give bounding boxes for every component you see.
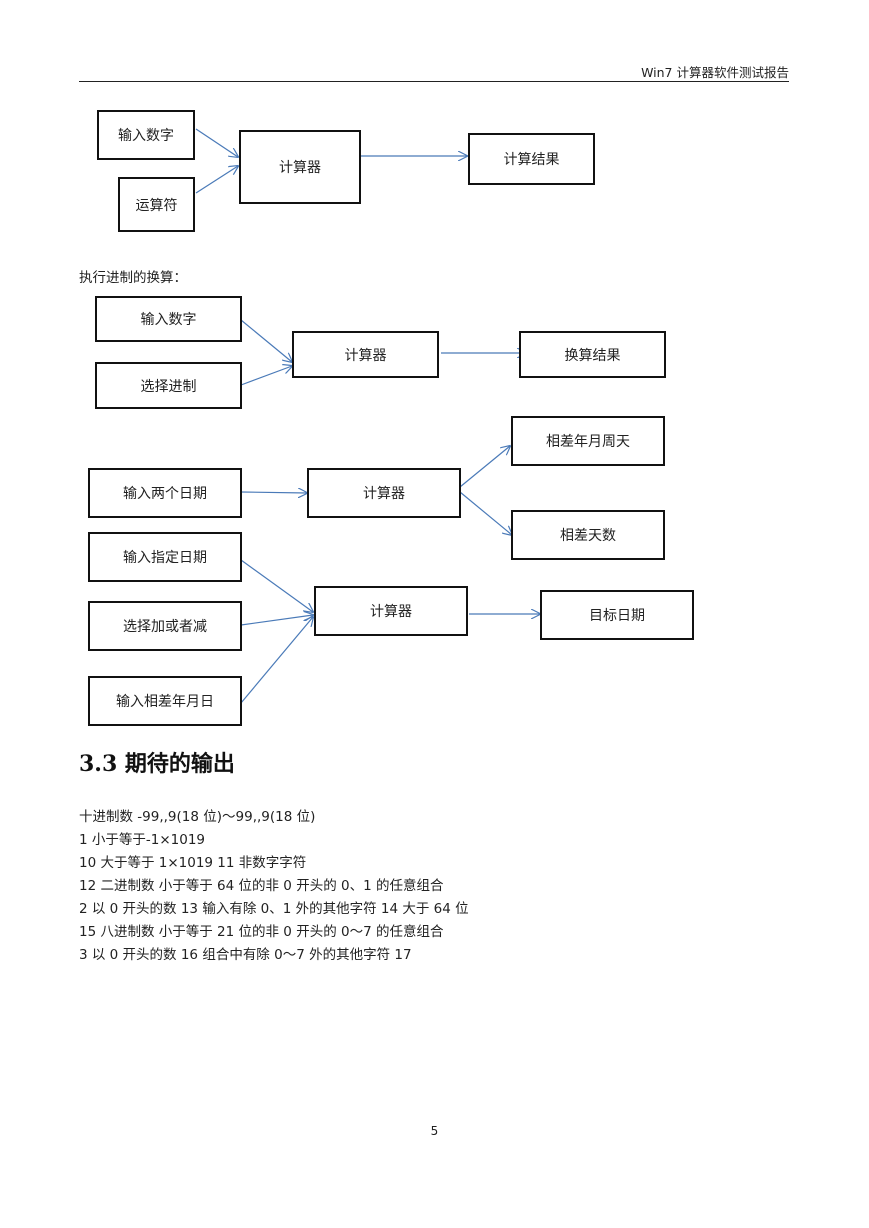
box-label: 相差年月周天 <box>546 434 630 450</box>
body-line: 1 小于等于-1×1019 <box>79 832 206 848</box>
arrow-date-to-calc-4 <box>240 559 313 612</box>
arrow-calc-to-days-3 <box>459 491 512 535</box>
box-calculator-4: 计算器 <box>314 586 468 636</box>
body-line: 2 以 0 开头的数 13 输入有除 0、1 外的其他字符 14 大于 64 位 <box>79 901 469 917</box>
body-line: 15 八进制数 小于等于 21 位的非 0 开头的 0～7 的任意组合 <box>79 924 444 940</box>
box-label: 选择进制 <box>140 378 197 395</box>
box-label: 计算器 <box>363 486 405 502</box>
box-input-two-dates-3: 输入两个日期 <box>88 468 242 518</box>
arrow-operator-to-calc-1 <box>195 166 238 194</box>
arrow-diff-to-calc-4 <box>240 617 313 704</box>
box-target-date-4: 目标日期 <box>540 590 694 640</box>
box-operator-1: 运算符 <box>118 177 195 232</box>
page-header-title: Win7 计算器软件测试报告 <box>641 65 789 80</box>
box-select-add-sub-4: 选择加或者减 <box>88 601 242 651</box>
box-calculator-3: 计算器 <box>307 468 461 518</box>
box-label: 计算器 <box>344 347 387 364</box>
body-line: 3 以 0 开头的数 16 组合中有除 0～7 外的其他字符 17 <box>79 947 412 963</box>
box-input-number-1: 输入数字 <box>97 110 195 160</box>
box-label: 目标日期 <box>589 608 645 624</box>
box-input-number-2: 输入数字 <box>95 296 242 342</box>
box-result-1: 计算结果 <box>468 133 595 185</box>
box-label: 计算器 <box>279 160 321 176</box>
box-diff-ymwd-3: 相差年月周天 <box>511 416 665 466</box>
box-label: 输入指定日期 <box>123 550 207 566</box>
box-label: 计算器 <box>370 604 412 620</box>
box-result-2: 换算结果 <box>519 331 666 378</box>
arrow-input-to-calc-2 <box>240 319 292 362</box>
box-select-base-2: 选择进制 <box>95 362 242 409</box>
box-label: 输入数字 <box>140 312 197 328</box>
box-label: 相差天数 <box>560 528 616 544</box>
arrow-input-to-calc-1 <box>195 128 238 157</box>
box-label: 输入相差年月日 <box>116 694 214 710</box>
body-line: 10 大于等于 1×1019 11 非数字字符 <box>79 855 307 871</box>
arrow-addsub-to-calc-4 <box>240 615 313 626</box>
arrow-calc-to-ymwd-3 <box>459 446 510 488</box>
box-input-date-4: 输入指定日期 <box>88 532 242 582</box>
box-label: 输入两个日期 <box>123 486 207 502</box>
box-calculator-2: 计算器 <box>292 331 439 378</box>
body-line: 十进制数 -99,,9(18 位)～99,,9(18 位) <box>79 809 316 825</box>
intro-text: 执行进制的换算： <box>79 270 187 286</box>
box-calculator-1: 计算器 <box>239 130 361 204</box>
box-label: 计算结果 <box>503 152 560 168</box>
body-line: 12 二进制数 小于等于 64 位的非 0 开头的 0、1 的任意组合 <box>79 878 444 894</box>
section-title: 3.3 期待的输出 <box>79 751 235 777</box>
box-diff-days-3: 相差天数 <box>511 510 665 560</box>
header-rule <box>79 81 789 82</box>
box-label: 运算符 <box>135 197 178 214</box>
arrow-dates-to-calc-3 <box>240 492 307 493</box>
arrow-base-to-calc-2 <box>240 366 292 386</box>
box-label: 换算结果 <box>564 347 621 364</box>
page-number: 5 <box>430 1124 439 1138</box>
box-input-diff-4: 输入相差年月日 <box>88 676 242 726</box>
box-label: 选择加或者减 <box>123 619 207 635</box>
box-label: 输入数字 <box>118 128 174 144</box>
